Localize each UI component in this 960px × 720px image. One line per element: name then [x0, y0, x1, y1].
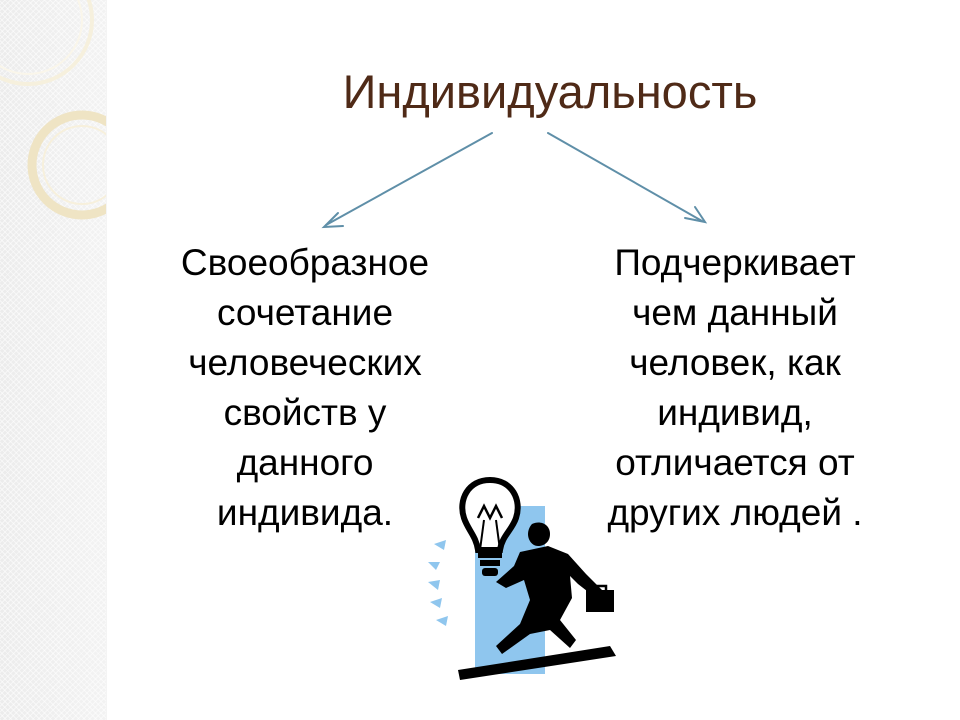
side-texture-panel: [0, 0, 107, 720]
lightbulb-person-icon: [428, 476, 616, 680]
left-definition-text: Своеобразное сочетание человеческих свой…: [180, 242, 430, 533]
arrow-icon: [321, 132, 708, 229]
slide-title: Индивидуальность: [342, 65, 758, 118]
decorative-rings-icon: [0, 0, 106, 220]
right-definition-text: Подчеркивает чем данный человек, как инд…: [607, 242, 863, 533]
